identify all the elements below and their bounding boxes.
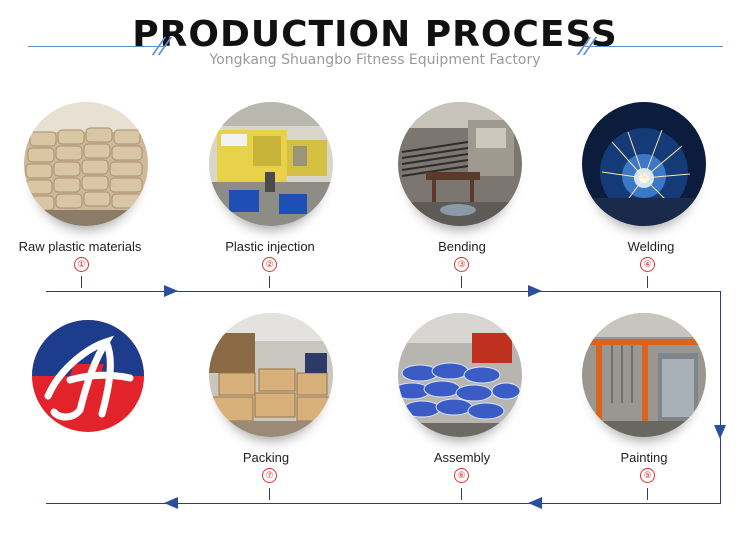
photo-plastic-injection — [209, 102, 333, 226]
photo-painting — [582, 313, 706, 437]
step-number-6: ⑥ — [454, 468, 469, 483]
photo-packing — [209, 313, 333, 437]
step-label-assembly: Assembly — [433, 450, 491, 465]
step-number-1: ① — [74, 257, 89, 272]
step-label-raw-plastic-materials: Raw plastic materials — [18, 239, 142, 254]
title-right-line — [585, 46, 723, 47]
step-number-5: ⑤ — [640, 468, 655, 483]
flow-arrow-left-2 — [164, 497, 178, 509]
step-tick-4 — [647, 276, 648, 288]
photo-assembly — [398, 313, 522, 437]
shuangbo-logo-icon — [30, 318, 146, 434]
photo-raw-plastic-materials — [24, 102, 148, 226]
step-number-7: ⑦ — [262, 468, 277, 483]
step-number-2: ② — [262, 257, 277, 272]
step-label-painting: Painting — [620, 450, 668, 465]
step-tick-3 — [461, 276, 462, 288]
step-label-bending: Bending — [438, 239, 486, 254]
page-title: PRODUCTION PROCESS — [132, 14, 618, 55]
step-label-plastic-injection: Plastic injection — [225, 239, 315, 254]
flow-arrow-right-1 — [164, 285, 178, 297]
step-label-packing: Packing — [242, 450, 290, 465]
flow-arrow-left-1 — [528, 497, 542, 509]
step-tick-5 — [647, 488, 648, 500]
step-tick-1 — [81, 276, 82, 288]
step-tick-6 — [461, 488, 462, 500]
flow-line-top — [46, 291, 721, 292]
photo-bending — [398, 102, 522, 226]
step-number-4: ④ — [640, 257, 655, 272]
flow-line-bottom — [46, 503, 721, 504]
step-label-welding: Welding — [627, 239, 675, 254]
step-tick-7 — [269, 488, 270, 500]
step-number-3: ③ — [454, 257, 469, 272]
flow-line-right — [720, 291, 721, 504]
flow-arrow-down — [714, 425, 726, 439]
page-subtitle: Yongkang Shuangbo Fitness Equipment Fact… — [209, 52, 541, 68]
step-tick-2 — [269, 276, 270, 288]
title-left-line — [28, 46, 166, 47]
flow-arrow-right-2 — [528, 285, 542, 297]
photo-welding — [582, 102, 706, 226]
